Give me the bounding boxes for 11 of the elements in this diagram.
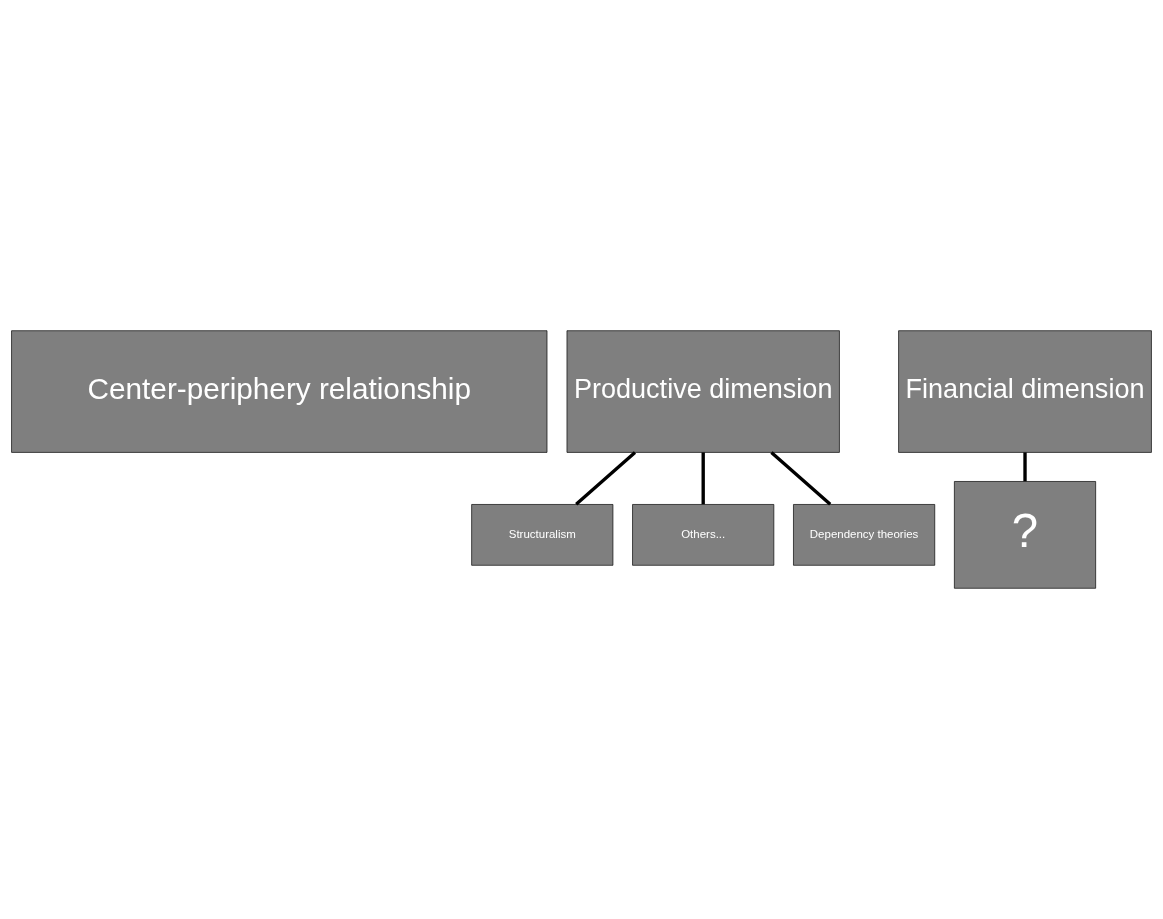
connector	[1023, 452, 1027, 482]
node-box: Others...	[632, 504, 775, 566]
node-box: Dependency theories	[793, 504, 936, 566]
node-box: ?	[954, 481, 1096, 589]
node-box: Structuralism	[471, 504, 614, 566]
node-box: Productive dimension	[566, 330, 840, 453]
node-box: Center-periphery relationship	[11, 330, 548, 453]
node-box: Financial dimension	[898, 330, 1152, 453]
connector	[701, 452, 705, 505]
connector	[575, 451, 637, 506]
connector	[770, 451, 832, 506]
